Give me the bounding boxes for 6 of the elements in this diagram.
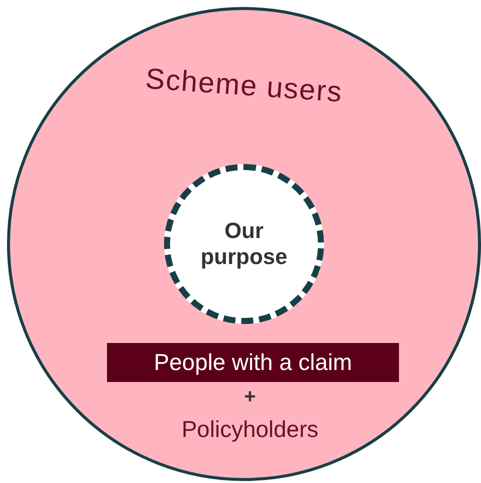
circle-label: Our purpose [200,218,288,270]
banner-text: People with a claim [154,349,352,376]
label-banner [107,343,399,382]
circle-heading: Scheme users [143,63,345,109]
group-label: Policyholders [180,416,320,443]
plus-sign: + [243,386,257,409]
